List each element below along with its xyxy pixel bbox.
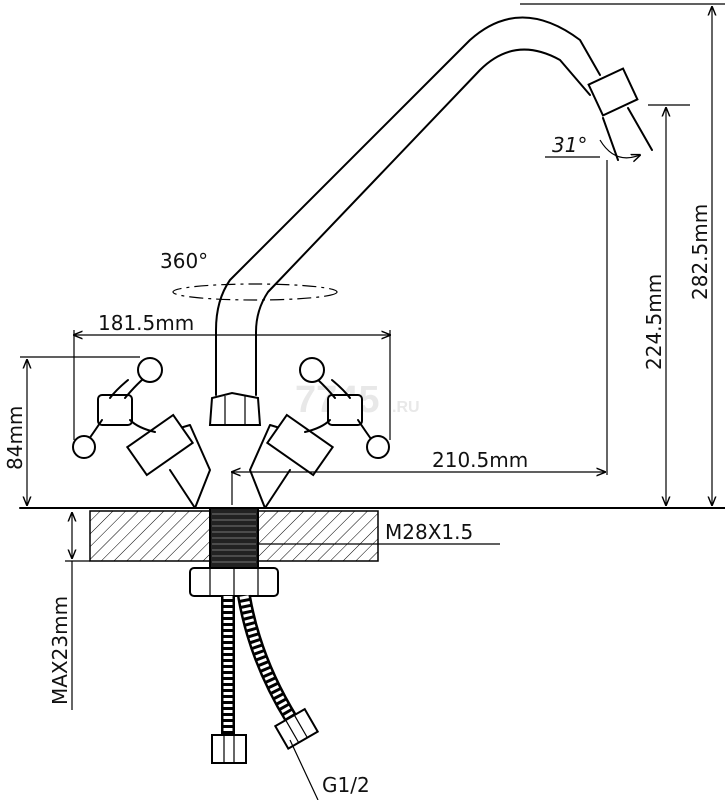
- faucet-body: [72, 16, 653, 509]
- left-handle: [72, 357, 163, 459]
- svg-text:.RU: .RU: [392, 399, 420, 416]
- hose-thread-label: G1/2: [322, 773, 370, 797]
- supply-hoses: [211, 594, 320, 764]
- swivel-label: 360°: [160, 249, 208, 273]
- dimension-lines: 181.5mm 84mm 210.5mm 224.5mm 282.5mm M28…: [3, 3, 725, 800]
- right-handle: [299, 357, 390, 459]
- swivel-indicator: 360°: [160, 249, 338, 301]
- spout-angle-label: 31°: [552, 133, 587, 157]
- spout-height-label: 224.5mm: [642, 274, 666, 370]
- total-height-label: 282.5mm: [688, 204, 712, 300]
- mount-thread-label: M28X1.5: [385, 520, 473, 544]
- countertop: [19, 507, 725, 562]
- handle-span-label: 181.5mm: [98, 311, 194, 335]
- spout-angle-dimension: 31°: [545, 133, 640, 158]
- spout-reach-label: 210.5mm: [432, 448, 528, 472]
- max-counter-label: MAX23mm: [48, 596, 72, 705]
- base-height-label: 84mm: [3, 406, 27, 470]
